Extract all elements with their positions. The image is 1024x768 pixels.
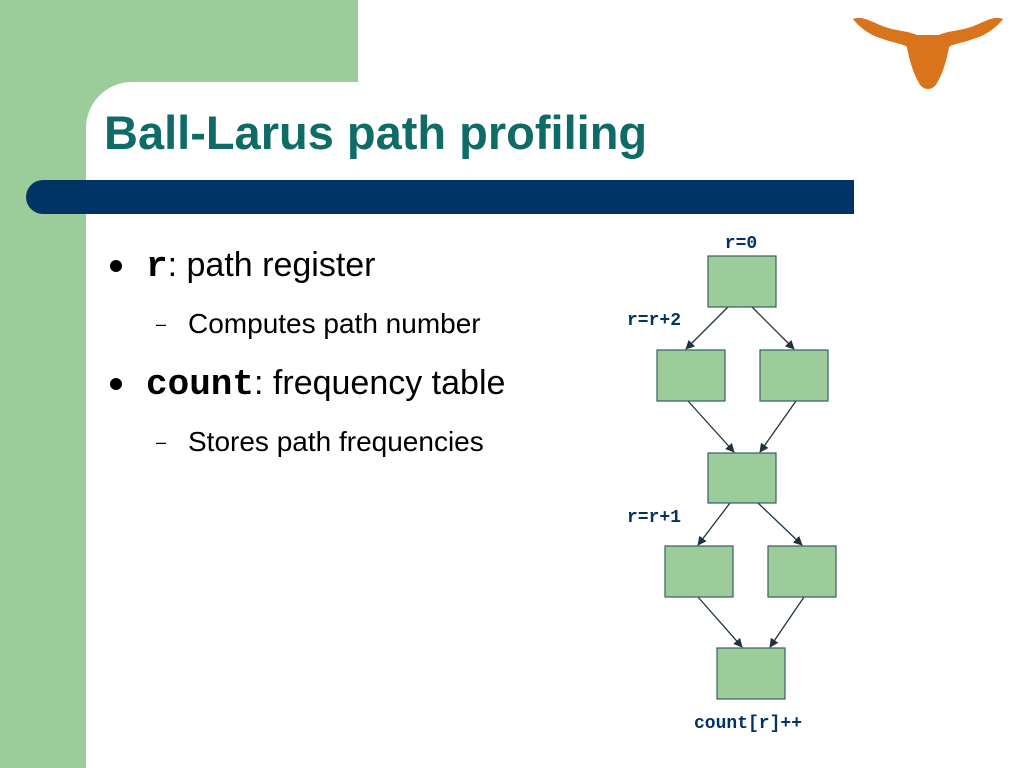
label-r-plus-2: r=r+2 xyxy=(627,311,681,331)
label-count-update: count[r]++ xyxy=(694,714,802,734)
slide-title: Ball-Larus path profiling xyxy=(104,106,648,159)
bullet-dot xyxy=(110,260,122,272)
longhorn-logo-icon xyxy=(853,17,1003,90)
edge-merge-to-right xyxy=(757,502,803,546)
edge-right-to-exit xyxy=(769,596,805,648)
edge-entry-to-right xyxy=(751,306,795,350)
edge-left-to-exit xyxy=(697,596,743,648)
node-exit xyxy=(716,647,786,700)
title-underline-bar xyxy=(26,180,854,214)
node-entry xyxy=(707,255,777,308)
node-branch1-right xyxy=(759,349,829,402)
edge-entry-to-left xyxy=(685,306,729,350)
green-side-band xyxy=(0,0,86,768)
node-branch2-left xyxy=(664,545,734,598)
path-profiling-cfg: r=0 r=r+2 r=r+1 count[r]++ xyxy=(627,234,837,734)
code-count: count xyxy=(146,364,255,405)
bullet-text: : frequency table xyxy=(254,364,506,402)
code-r: r xyxy=(146,246,168,287)
label-r-plus-1: r=r+1 xyxy=(627,508,681,528)
node-merge xyxy=(707,452,777,504)
sub-bullet-text: Stores path frequencies xyxy=(188,426,484,457)
sub-bullet-dash: – xyxy=(156,432,167,452)
sub-bullet-dash: – xyxy=(156,314,167,334)
edge-left-to-merge xyxy=(687,400,735,453)
sub-bullet-text: Computes path number xyxy=(188,308,481,339)
bullet-text: : path register xyxy=(167,246,376,284)
label-r-init: r=0 xyxy=(725,234,757,254)
node-branch1-left xyxy=(656,349,726,402)
edge-merge-to-left xyxy=(697,502,731,546)
bullet-dot xyxy=(110,378,122,390)
node-branch2-right xyxy=(767,545,837,598)
edge-right-to-merge xyxy=(759,400,797,453)
